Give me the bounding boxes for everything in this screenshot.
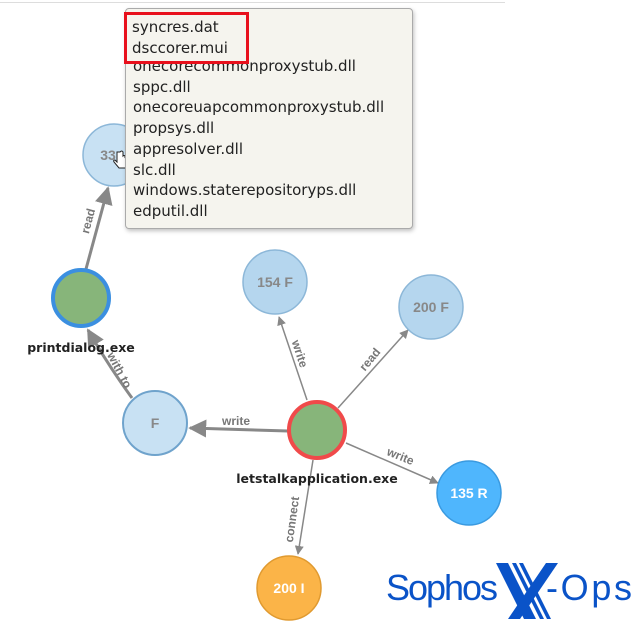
edge-read-200f[interactable]: read xyxy=(337,329,409,409)
edge-label: write xyxy=(221,414,250,428)
node-label: F xyxy=(151,415,160,431)
x-mark-icon xyxy=(496,563,558,619)
tooltip-item-highlighted: syncres.dat xyxy=(132,18,219,36)
node-label: 200 F xyxy=(413,299,449,315)
edge-read-33[interactable]: read xyxy=(78,186,113,270)
node-label: -Ops xyxy=(546,567,632,608)
node-200i[interactable]: 200 I xyxy=(256,555,322,621)
edge-label: read xyxy=(356,345,383,373)
node-label: 33 xyxy=(100,147,116,163)
node-label: 154 F xyxy=(257,274,293,290)
tooltip-item: appresolver.dll xyxy=(133,139,243,158)
tooltip-item: onecoreuapcommonproxystub.dll xyxy=(133,98,385,117)
node-154f[interactable]: 154 F xyxy=(242,249,308,315)
edge-label: connect xyxy=(282,496,302,544)
node-135r[interactable]: 135 R xyxy=(436,460,502,526)
tooltip-item: windows.staterepositoryps.dll xyxy=(133,181,357,200)
sophos-xops-logo: Sophos -Ops xyxy=(386,563,632,619)
node-f[interactable]: F xyxy=(122,390,188,456)
node-label: 135 R xyxy=(450,485,487,501)
edge-label: write xyxy=(384,444,416,468)
edge-write-154[interactable]: write xyxy=(277,316,311,401)
tooltip-item: edputil.dll xyxy=(133,201,208,220)
node-label: letstalkapplication.exe xyxy=(236,471,397,486)
tooltip-item: propsys.dll xyxy=(133,119,215,138)
tooltip-item: sppc.dll xyxy=(133,77,191,96)
top-divider xyxy=(0,2,505,3)
node-200f[interactable]: 200 F xyxy=(398,274,464,340)
edge-label: with to xyxy=(104,349,135,391)
node-label: printdialog.exe xyxy=(27,340,135,355)
tooltip-item-highlighted: dsccorer.mui xyxy=(132,38,228,57)
tooltip-item: slc.dll xyxy=(133,160,176,179)
edge-connect[interactable]: connect xyxy=(282,459,314,555)
edge-write-f[interactable]: write xyxy=(188,414,289,438)
node-label: Sophos xyxy=(386,567,498,608)
node-center[interactable]: letstalkapplication.exe xyxy=(236,400,398,486)
highlight-box: syncres.dat dsccorer.mui xyxy=(124,12,249,64)
node-printdialog[interactable]: printdialog.exe xyxy=(27,268,135,355)
edge-label: read xyxy=(78,207,98,235)
node-label: 200 I xyxy=(273,580,304,596)
